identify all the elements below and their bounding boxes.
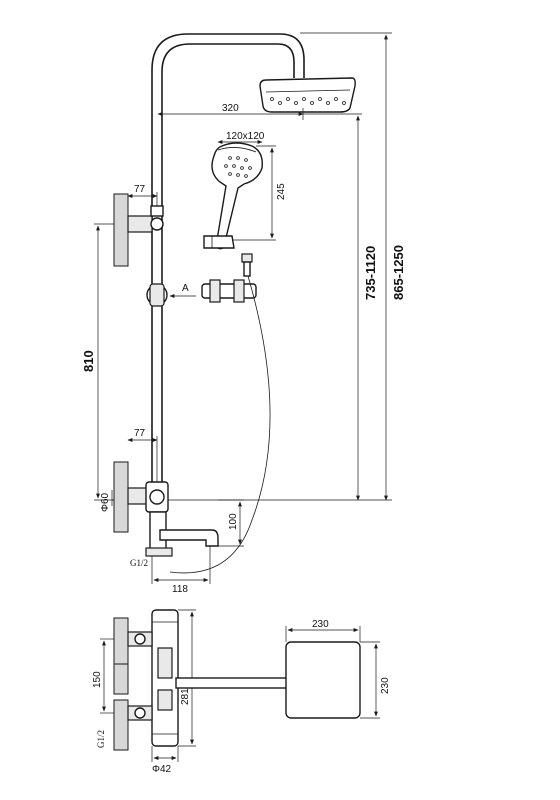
pipe-diameter-label: Φ60 [100,492,111,512]
hand-shower-nozzles [224,156,252,178]
plan-middle-inlet [113,663,129,695]
plan-width-label: 230 [312,619,329,630]
thread-size-side-label: G1/2 [130,558,148,568]
section-marker: A [169,283,196,298]
total-height-label: 865-1250 [391,245,406,300]
plan-lower-inlet [113,699,153,751]
lower-offset-label: 77 [134,428,146,439]
inlet-spacing-dimension: 150 [92,638,114,714]
spout-length-dimension: 118 [151,546,211,595]
hand-shower-size-dimension: 120x120 [217,131,265,144]
spout-drop-label: 100 [228,513,239,530]
riser-pipe-outline-right [161,43,295,500]
upper-offset-label: 77 [134,184,146,195]
rain-shower-nozzles [270,97,346,105]
thread-size-plan-label: G1/2 [96,730,106,748]
section-label: A [182,283,189,294]
hand-shower-length-label: 245 [276,183,287,200]
plan-width-dimension: 230 [285,619,361,642]
side-elevation: 320 865-1250 735-1120 [81,32,406,595]
riser-slider [146,283,168,307]
adjust-height-label: 735-1120 [363,246,378,300]
rain-shower-head [259,77,356,113]
plan-view: 150 G1/2 281 Φ42 230 [92,609,391,775]
hand-shower-length-dimension: 245 [232,145,287,241]
plan-upper-inlet [113,617,153,667]
bracket-spacing-label: 810 [81,350,96,372]
hand-shower-size-label: 120x120 [226,131,265,142]
body-diameter-label: Φ42 [152,764,172,775]
slide-holder-detail [201,279,257,303]
body-height-label: 281 [180,688,191,705]
inlet-spacing-label: 150 [92,671,103,688]
shower-hose [169,275,271,574]
plan-height-label: 230 [380,677,391,694]
hose-connector [241,253,253,277]
lower-wall-bracket [113,461,169,533]
spout-drop-dimension: 100 [218,499,244,547]
riser-pipe-outline-left [151,33,305,500]
total-height-dimension: 865-1250 [300,32,406,501]
lower-offset-dimension: 77 [127,428,158,482]
thread-size-plan: G1/2 [96,730,106,748]
body-diameter-dimension: Φ42 [151,746,179,775]
spout-length-label: 118 [172,584,188,595]
pipe-diameter-dimension: Φ60 [100,490,113,512]
thread-size-side: G1/2 [130,558,148,568]
upper-wall-bracket [113,193,164,267]
plan-height-dimension: 230 [360,641,391,719]
bracket-spacing-dimension: 810 [81,223,114,501]
hand-shower [203,142,263,250]
bath-spout [145,511,219,557]
adjust-height-dimension: 735-1120 [303,113,378,501]
plan-shower-head [285,641,361,719]
head-reach-label: 320 [222,103,239,114]
upper-offset-dimension: 77 [127,184,158,206]
